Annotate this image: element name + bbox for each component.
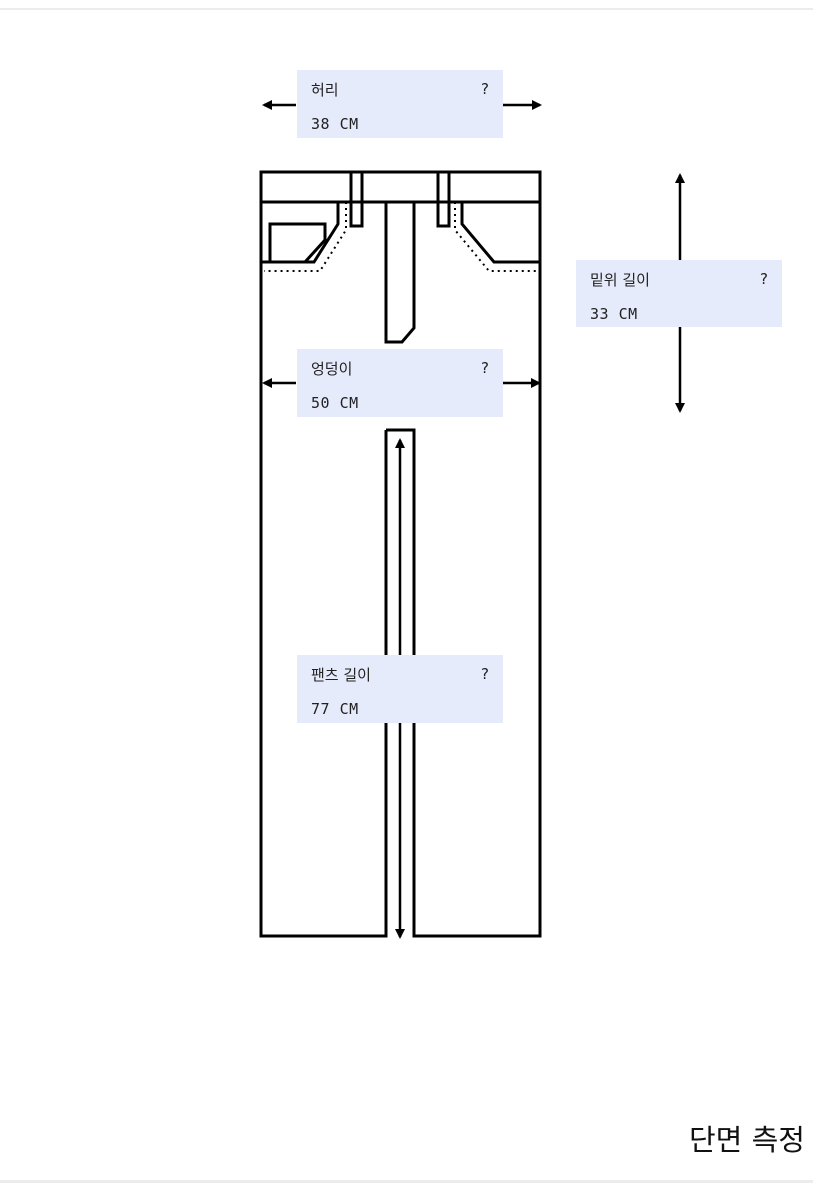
hip-help-button[interactable]: ? <box>481 359 489 377</box>
length-measurement-box: 팬츠 길이 ? 77 CM <box>297 655 503 723</box>
rise-label: 밑위 길이 <box>590 271 650 289</box>
length-value: 77 CM <box>311 700 359 718</box>
belt-loop-left <box>349 170 364 228</box>
waist-help-button[interactable]: ? <box>481 80 489 98</box>
belt-loop-right <box>436 170 451 228</box>
stitch-right <box>454 202 538 272</box>
cross-section-caption: 단면 측정 <box>689 1123 805 1157</box>
front-pocket-right <box>460 202 540 264</box>
front-pocket-left <box>261 202 340 264</box>
rise-value: 33 CM <box>590 305 638 323</box>
hip-value: 50 CM <box>311 394 359 412</box>
hip-label: 엉덩이 <box>311 360 353 378</box>
stitch-left <box>264 202 347 272</box>
coin-pocket <box>268 222 327 264</box>
hip-measurement-box: 엉덩이 ? 50 CM <box>297 349 503 417</box>
left-leg-outline <box>259 202 388 938</box>
fly-placket <box>384 202 416 344</box>
rise-help-button[interactable]: ? <box>760 270 768 288</box>
waist-value: 38 CM <box>311 115 359 133</box>
rise-measurement-box: 밑위 길이 ? 33 CM <box>576 260 782 327</box>
right-leg-outline <box>386 202 542 938</box>
top-divider <box>0 8 813 10</box>
length-help-button[interactable]: ? <box>481 665 489 683</box>
waistband <box>259 170 542 204</box>
length-label: 팬츠 길이 <box>311 666 371 684</box>
bottom-divider <box>0 1180 813 1183</box>
waist-measurement-box: 허리 ? 38 CM <box>297 70 503 138</box>
waist-label: 허리 <box>311 81 339 99</box>
